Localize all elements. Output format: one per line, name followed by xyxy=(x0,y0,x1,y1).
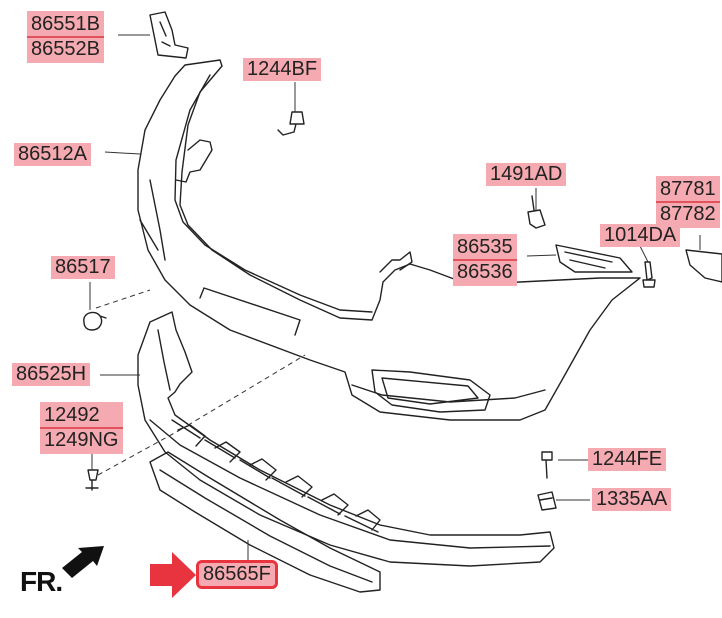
bumper-side-contour xyxy=(139,179,166,261)
label-1014da[interactable]: 1014DA xyxy=(600,224,681,247)
label-line: 87782 xyxy=(660,203,716,225)
label-1491ad[interactable]: 1491AD xyxy=(486,163,567,186)
reflector-87781 xyxy=(685,249,722,283)
skid-plate-inner-edge xyxy=(159,469,373,583)
screw-12492 xyxy=(85,469,99,491)
lower-absorber-86525h xyxy=(137,311,555,567)
label-line: 86535 xyxy=(457,236,513,258)
label-line: 1249NG xyxy=(44,429,119,451)
label-line: 86565F xyxy=(203,563,271,585)
screw-1014da xyxy=(642,261,656,288)
bumper-cover-lower-groove xyxy=(199,287,546,403)
label-line: 86552B xyxy=(31,38,100,60)
label-1335aa[interactable]: 1335AA xyxy=(592,488,672,511)
screw-1244fe xyxy=(541,451,553,479)
lower-grille-ribs xyxy=(171,419,381,533)
label-86512a[interactable]: 86512A xyxy=(14,143,91,166)
label-86517[interactable]: 86517 xyxy=(51,256,115,279)
clip-1335aa xyxy=(537,491,557,511)
upper-side-bracket xyxy=(149,11,189,59)
bumper-cover xyxy=(137,59,641,421)
label-line: 1244FE xyxy=(592,448,663,470)
label-separator xyxy=(27,36,104,38)
label-86525h[interactable]: 86525H xyxy=(12,363,91,386)
front-direction-arrow-icon xyxy=(62,546,104,578)
bolt-1244bf xyxy=(277,111,305,136)
label-line: 86551B xyxy=(31,13,100,35)
label-87781-87782[interactable]: 87781 87782 xyxy=(656,176,720,228)
leader-lines xyxy=(89,34,701,560)
label-line: 12492 xyxy=(44,404,100,426)
label-line: 1014DA xyxy=(604,224,677,246)
skid-plate-86565f xyxy=(149,451,381,593)
label-separator xyxy=(453,259,517,261)
label-line: 86512A xyxy=(18,143,87,165)
label-1244fe[interactable]: 1244FE xyxy=(588,448,667,471)
left-upper-tab xyxy=(175,139,213,183)
lower-absorber-inner-edge xyxy=(149,329,551,549)
cap-86517 xyxy=(83,311,107,331)
front-orientation-label: FR. xyxy=(20,566,63,597)
label-line: 1244BF xyxy=(247,58,318,80)
side-bracket-86535 xyxy=(555,244,633,273)
callout-arrow-icon xyxy=(150,552,196,598)
label-line: 86517 xyxy=(55,256,111,278)
label-separator xyxy=(656,201,720,203)
label-line: 1335AA xyxy=(596,488,668,510)
clip-1491ad xyxy=(527,195,546,229)
label-line: 86536 xyxy=(457,261,513,283)
label-separator xyxy=(40,427,123,429)
label-line: 1491AD xyxy=(490,163,563,185)
label-86535-86536[interactable]: 86535 86536 xyxy=(453,234,517,286)
label-86551b-86552b[interactable]: 86551B 86552B xyxy=(27,11,104,63)
label-line: 87781 xyxy=(660,178,716,200)
label-12492-1249ng[interactable]: 12492 1249NG xyxy=(40,402,123,454)
fog-lamp-recess xyxy=(371,369,491,413)
center-mount-tab xyxy=(379,251,413,273)
label-86565f[interactable]: 86565F xyxy=(196,560,278,589)
label-1244bf[interactable]: 1244BF xyxy=(243,58,322,81)
label-line: 86525H xyxy=(16,363,87,385)
bumper-cover-inner-edge xyxy=(174,74,373,313)
